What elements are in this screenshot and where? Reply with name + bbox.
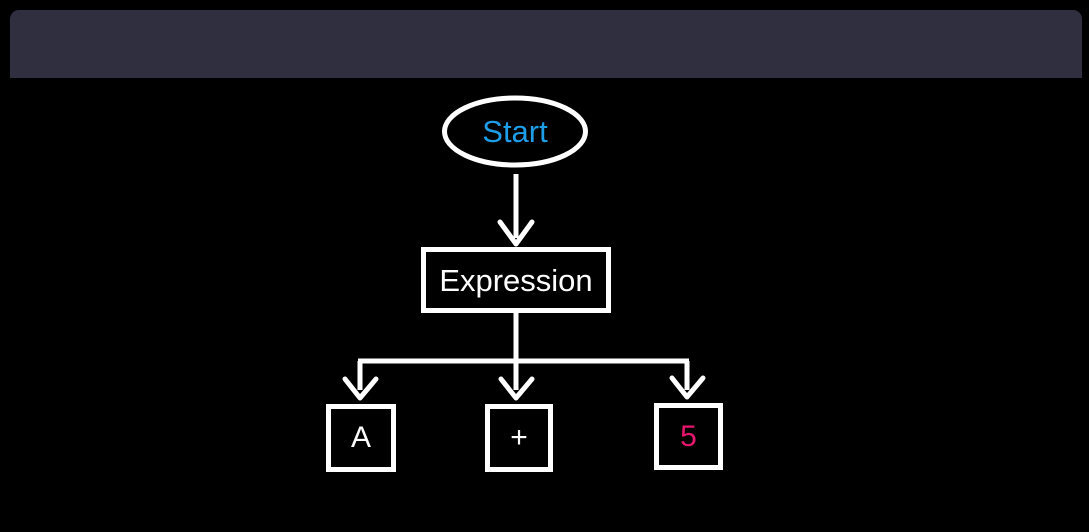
edge-expression-bus <box>357 313 690 390</box>
toolbar[interactable] <box>10 10 1082 78</box>
node-leaf-a-label: A <box>350 421 371 454</box>
node-leaf-five-shape[interactable] <box>654 403 723 470</box>
node-leaf-plus-shape[interactable] <box>485 404 553 472</box>
arrowhead-icon <box>342 376 379 401</box>
edge-expression-five <box>669 375 706 400</box>
node-leaf-five-label: 5 <box>680 419 697 453</box>
edge-expression-a <box>342 376 379 401</box>
node-expression-label: Expression <box>439 262 593 298</box>
node-leaf-plus-label: + <box>510 421 528 454</box>
edge-start-expression <box>497 174 535 247</box>
edge-expression-plus <box>498 376 535 401</box>
arrowhead-icon <box>669 375 706 400</box>
node-leaf-a-shape[interactable] <box>326 404 396 472</box>
arrowhead-icon <box>498 376 535 401</box>
node-expression-shape[interactable] <box>421 247 611 313</box>
node-start-label: Start <box>482 114 548 149</box>
node-start-shape[interactable] <box>442 95 588 168</box>
arrowhead-icon <box>497 219 535 247</box>
